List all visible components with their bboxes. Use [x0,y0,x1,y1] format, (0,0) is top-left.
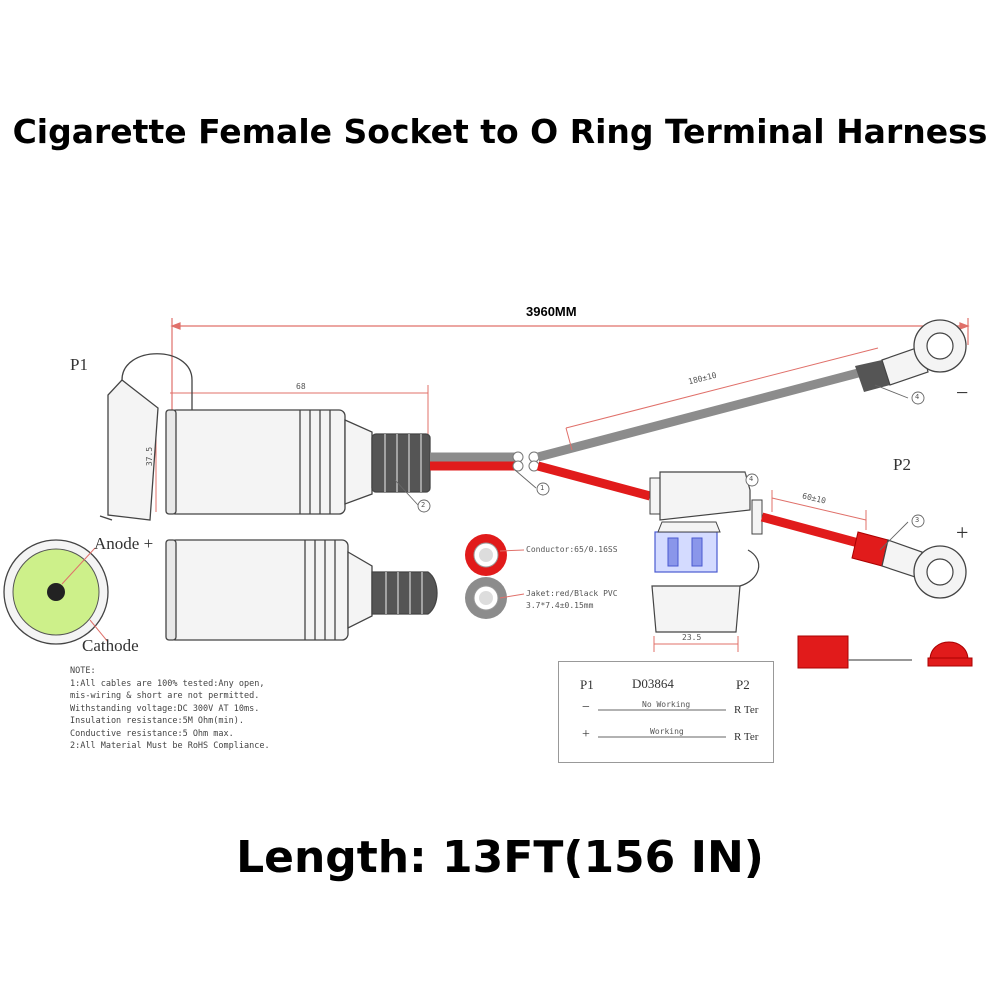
note-line: Conductive resistance:5 Ohm max. [70,728,234,739]
accessories [797,635,973,669]
callout-number: 3 [915,516,920,524]
wiring-col-right: P2 [736,677,750,692]
positive-branch [536,461,967,599]
wiring-table [558,661,774,763]
negative-branch [536,319,967,462]
fuse-holder [651,521,760,633]
wiring-col-left: P1 [580,677,594,692]
socket-p1 [99,353,431,521]
callouts [394,384,925,551]
cable-cross-section [465,534,525,619]
fuse-dimension [653,636,739,652]
callout-number: 4 [915,393,920,401]
overall-length-label: 3960MM [526,304,577,319]
cathode-label: Cathode [82,636,139,655]
overall-dimension [170,318,970,420]
socket-length-label: 68 [296,382,306,391]
conductor-spec: Conductor:65/0.16SS [526,545,618,554]
callout-number: 2 [421,501,426,509]
wiring-table-lines [598,709,726,738]
wiring-row-desc: No Working [642,700,691,709]
note-line: Insulation resistance:5M Ohm(min). [70,716,244,726]
cable-size-spec: 3.7*7.4±0.15mm [526,601,594,610]
wiring-row-target: R Ter [734,731,759,743]
note-line: mis-wiring & short are not permitted. [70,691,260,701]
minus-label: − [956,380,969,405]
p1-label: P1 [70,355,88,374]
note-line: 1:All cables are 100% tested:Any open, [70,678,265,689]
branch-dimension [565,347,879,451]
plus-label: + [956,520,969,545]
notes-block: NOTE: 1:All cables are 100% tested:Any o… [70,665,270,753]
length-caption: Length: 13FT(156 IN) [236,832,764,883]
wiring-row-pin: − [582,700,590,715]
short-dimension [771,490,867,530]
jacket-spec: Jaket:red/Black PVC [526,589,618,598]
wiring-part-number: D03864 [632,676,674,691]
note-line: Withstanding voltage:DC 300V AT 10ms. [70,703,260,714]
socket-side [165,539,438,641]
fuse-width-label: 23.5 [682,633,702,642]
note-line: 2:All Material Must be RoHS Compliance. [70,741,270,751]
callout-number: 1 [540,484,545,492]
p2-label: P2 [893,455,911,474]
socket-height-label: 37.5 [145,446,155,467]
wiring-row-pin: + [582,727,590,742]
anode-label: Anode + [94,534,154,553]
callout-number: 4 [749,475,754,483]
wiring-row-target: R Ter [734,704,759,716]
socket-face [3,539,109,645]
page-title: Cigarette Female Socket to O Ring Termin… [12,112,988,151]
wire-bundle [430,451,540,472]
note-line: NOTE: [70,666,96,676]
wiring-row-desc: Working [650,727,684,736]
